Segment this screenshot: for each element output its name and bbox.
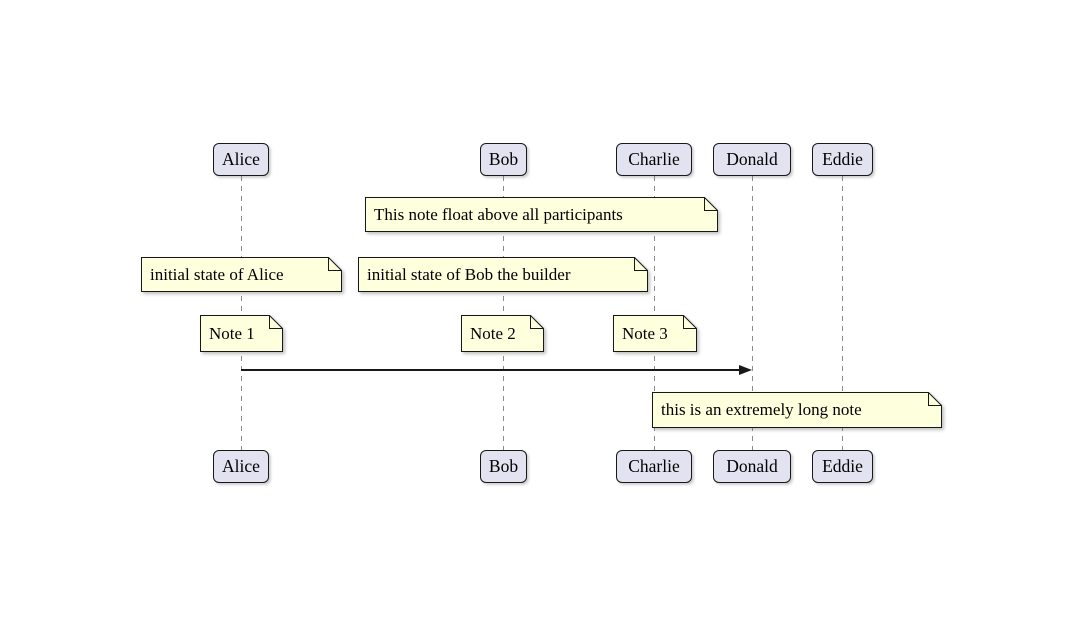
note-text: Note 1 xyxy=(209,323,255,343)
participant-bob-bottom: Bob xyxy=(480,450,527,483)
participant-alice-bottom: Alice xyxy=(213,450,269,483)
participant-alice-top: Alice xyxy=(213,143,269,176)
lifeline-bob xyxy=(502,176,504,450)
note-text: Note 3 xyxy=(622,323,668,343)
note-shape xyxy=(461,315,544,352)
note-initial-bob: initial state of Bob the builder xyxy=(358,257,648,292)
note-text: Note 2 xyxy=(470,323,516,343)
participant-bob-top: Bob xyxy=(480,143,527,176)
note-3: Note 3 xyxy=(613,315,697,352)
note-text: This note float above all participants xyxy=(374,204,623,224)
participant-donald-bottom: Donald xyxy=(713,450,791,483)
note-shape xyxy=(141,257,342,292)
arrow-line xyxy=(241,369,742,371)
note-shape xyxy=(200,315,283,352)
note-extremely-long: this is an extremely long note xyxy=(652,392,942,428)
note-text: this is an extremely long note xyxy=(661,400,862,419)
participant-eddie-top: Eddie xyxy=(812,143,873,176)
participant-eddie-bottom: Eddie xyxy=(812,450,873,483)
arrowhead-icon xyxy=(739,365,752,375)
lifeline-charlie xyxy=(653,176,655,450)
note-text: initial state of Bob the builder xyxy=(367,264,571,284)
note-shape xyxy=(365,197,718,232)
note-2: Note 2 xyxy=(461,315,544,352)
note-initial-alice: initial state of Alice xyxy=(141,257,342,292)
participant-charlie-bottom: Charlie xyxy=(616,450,692,483)
participant-charlie-top: Charlie xyxy=(616,143,692,176)
lifeline-eddie xyxy=(841,176,843,450)
note-text: initial state of Alice xyxy=(150,264,284,284)
lifeline-donald xyxy=(751,176,753,450)
note-shape xyxy=(358,257,648,292)
note-float-above: This note float above all participants xyxy=(365,197,718,232)
note-shape xyxy=(613,315,697,352)
lifeline-alice xyxy=(240,176,242,450)
note-shape xyxy=(652,392,942,428)
participant-donald-top: Donald xyxy=(713,143,791,176)
note-1: Note 1 xyxy=(200,315,283,352)
